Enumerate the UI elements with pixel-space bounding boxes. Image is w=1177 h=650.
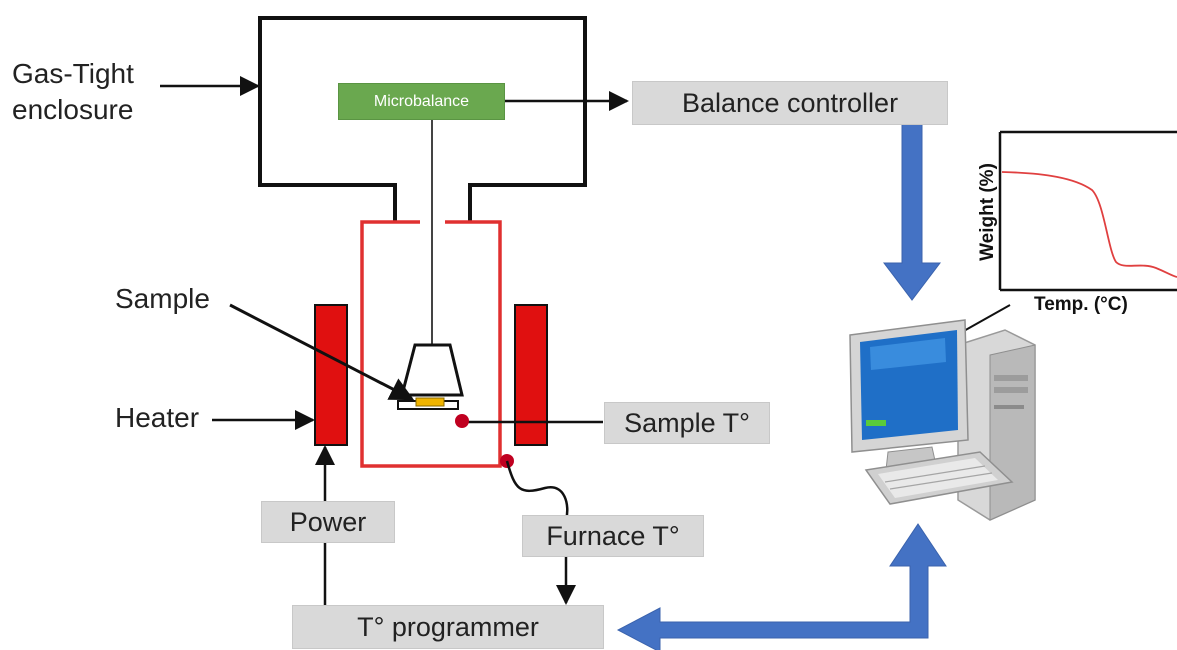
power-box: Power bbox=[261, 501, 395, 543]
sample-temp-box: Sample T° bbox=[604, 402, 770, 444]
inset-y-label: Weight (%) bbox=[977, 163, 998, 261]
computer-icon bbox=[849, 319, 1036, 521]
programmer-box: T° programmer bbox=[292, 605, 604, 649]
weight-curve bbox=[1001, 171, 1177, 278]
blue-arrow-computer-programmer bbox=[616, 523, 947, 650]
gas-tight-enclosure bbox=[258, 16, 587, 222]
blue-arrow-controller-to-computer bbox=[882, 121, 942, 301]
balance-controller-box: Balance controller bbox=[632, 81, 948, 125]
arrow-sample bbox=[229, 303, 415, 401]
crucible bbox=[400, 343, 464, 397]
inset-x-label: Temp. (°C) bbox=[1034, 294, 1128, 315]
sample-material bbox=[415, 397, 445, 407]
furnace-thermocouple-wire bbox=[505, 460, 569, 521]
furnace-tube bbox=[360, 220, 502, 468]
enclosure-label-line2: enclosure bbox=[12, 94, 134, 125]
sample-label: Sample bbox=[115, 283, 210, 314]
heater-label: Heater bbox=[115, 402, 200, 433]
enclosure-label-line1: Gas-Tight bbox=[12, 58, 134, 89]
sample-thermocouple bbox=[455, 414, 469, 428]
heater-left bbox=[314, 304, 348, 446]
furnace-temp-box: Furnace T° bbox=[522, 515, 704, 557]
heater-right bbox=[514, 304, 548, 446]
microbalance-box: Microbalance bbox=[338, 83, 505, 120]
